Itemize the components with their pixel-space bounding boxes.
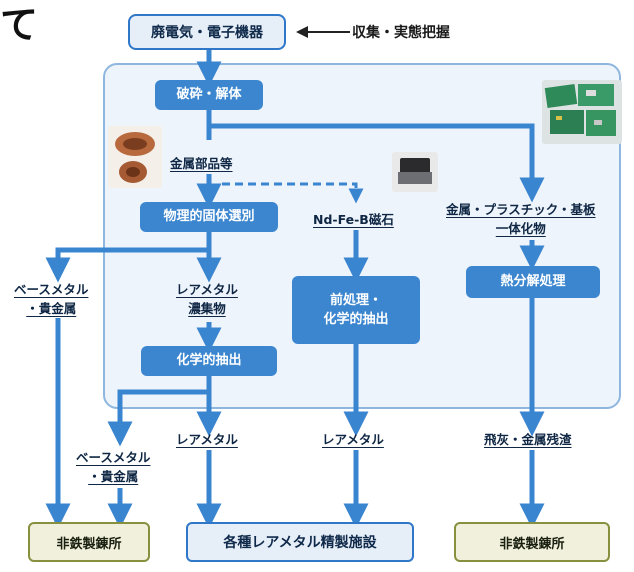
label-base-metal-2: ベースメタル ・貴金属 (76, 448, 150, 487)
box-crush-label: 破砕・解体 (176, 87, 242, 103)
box-physical-sort-label: 物理的固体選別 (163, 209, 255, 225)
box-pretreat-line2: 化学的抽出 (323, 312, 389, 327)
photo-metal-parts (108, 126, 162, 188)
box-pretreat: 前処理・ 化学的抽出 (292, 276, 420, 344)
label-composite-line1: 金属・プラスチック・基板 (446, 202, 596, 217)
label-magnet: Nd-Fe-B磁石 (313, 212, 394, 227)
box-chemical-extract: 化学的抽出 (141, 346, 277, 376)
photo-magnet (392, 152, 438, 192)
arrow-to-base-metal-2 (107, 376, 212, 447)
label-rare-conc-line1: レアメタル (176, 282, 238, 297)
photo-circuit-boards (542, 80, 622, 144)
arrow-dashed-to-magnet (222, 182, 364, 204)
box-refinery-label: 各種レアメタル精製施設 (223, 535, 377, 551)
box-smelter-left: 非鉄製錬所 (28, 522, 150, 562)
box-crush: 破砕・解体 (155, 80, 263, 110)
label-rare-conc-line2: 濃集物 (188, 301, 226, 317)
arrow-to-base-metal-1 (45, 232, 212, 283)
label-base-metal-1-line2: ・貴金属 (26, 301, 77, 317)
box-pyrolysis-label: 熱分解処理 (500, 274, 566, 290)
label-base-metal-2-line2: ・貴金属 (88, 469, 139, 485)
collection-label: 収集・実態把握 (352, 25, 450, 41)
box-smelter-right: 非鉄製錬所 (454, 522, 610, 562)
arrow-to-composite (209, 123, 545, 203)
label-rare-metal-1: レアメタル (176, 432, 238, 447)
label-base-metal-1-line1: ベースメタル (14, 282, 89, 297)
box-pyrolysis: 熱分解処理 (466, 266, 600, 298)
box-chemical-extract-label: 化学的抽出 (176, 353, 242, 369)
header-fragment: て (0, 3, 39, 47)
label-fly-ash: 飛灰・金属残渣 (484, 432, 572, 447)
label-rare-conc: レアメタル 濃集物 (176, 280, 238, 319)
box-smelter-left-label: 非鉄製錬所 (56, 536, 122, 552)
label-base-metal-1: ベースメタル ・貴金属 (14, 280, 88, 319)
box-physical-sort: 物理的固体選別 (140, 202, 278, 232)
top-box-weee: 廃電気・電子機器 (128, 14, 286, 50)
top-box-label: 廃電気・電子機器 (151, 25, 263, 41)
label-composite: 金属・プラスチック・基板 一体化物 (446, 200, 596, 239)
box-refinery: 各種レアメタル精製施設 (186, 522, 414, 562)
label-metal-parts: 金属部品等 (170, 156, 233, 171)
box-pretreat-line1: 前処理・ (329, 292, 382, 308)
label-composite-line2: 一体化物 (495, 221, 546, 237)
label-rare-metal-2: レアメタル (322, 432, 384, 447)
label-base-metal-2-line1: ベースメタル (76, 450, 151, 465)
box-smelter-right-label: 非鉄製錬所 (499, 536, 565, 552)
